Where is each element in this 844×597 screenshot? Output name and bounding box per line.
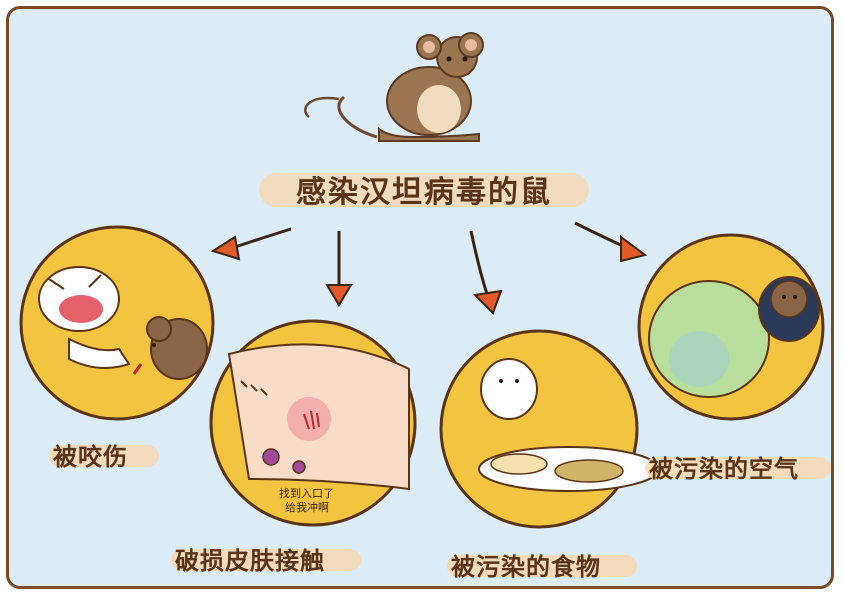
label-highlight-bite bbox=[49, 445, 159, 467]
arrowhead-food-icon bbox=[472, 289, 503, 315]
skin-note-line2: 给我冲啊 bbox=[285, 500, 329, 514]
skin-note-line1: 找到入口了 bbox=[279, 486, 334, 500]
illustration-frame: 找到入口了 给我冲啊 感染汉坦病毒的鼠 被咬伤 破损皮肤接触 被污染的食物 被污… bbox=[6, 6, 834, 589]
infected-mouse-icon bbox=[304, 32, 484, 142]
food-scene bbox=[439, 329, 660, 529]
label-highlight-food bbox=[447, 555, 637, 577]
arrowhead-bite-icon bbox=[210, 235, 241, 261]
route-arrows bbox=[210, 221, 648, 315]
title-highlight bbox=[259, 173, 589, 207]
arrowhead-air-icon bbox=[620, 235, 648, 263]
route-label-food: 被污染的食物 bbox=[451, 552, 601, 581]
air-scene bbox=[637, 233, 825, 421]
label-highlight-air bbox=[645, 457, 831, 479]
route-label-skin: 破损皮肤接触 bbox=[175, 546, 325, 575]
arrow-to-food bbox=[469, 230, 489, 295]
skin-contact-scene bbox=[209, 319, 417, 527]
diagram-title: 感染汉坦病毒的鼠 bbox=[296, 175, 552, 210]
arrowhead-skin-icon bbox=[325, 284, 353, 307]
arrow-to-bite bbox=[234, 227, 292, 249]
arrow-to-air bbox=[574, 221, 626, 249]
bite-scene bbox=[19, 225, 215, 421]
route-label-bite: 被咬伤 bbox=[53, 442, 128, 471]
illustration-canvas: 找到入口了 给我冲啊 bbox=[19, 32, 825, 529]
label-highlight-skin bbox=[171, 549, 361, 571]
route-label-air: 被污染的空气 bbox=[649, 454, 799, 483]
